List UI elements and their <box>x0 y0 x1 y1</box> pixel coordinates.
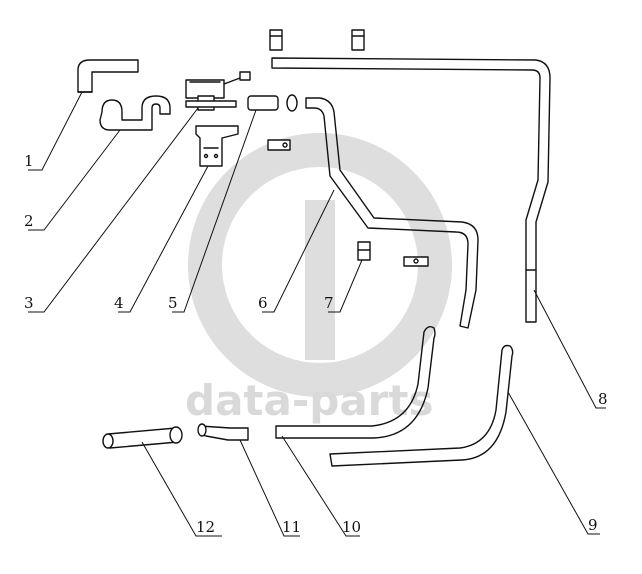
leader-7 <box>328 259 363 313</box>
part-8-long-rod <box>271 57 551 323</box>
watermark-logo-ring <box>188 133 452 397</box>
fitting-mid <box>267 139 291 151</box>
leader-5 <box>172 109 257 313</box>
fitting-top-left <box>269 29 283 51</box>
callout-8: 8 <box>598 390 608 408</box>
leader-lines <box>28 91 606 537</box>
callout-labels: 1 2 3 4 5 6 7 8 9 10 11 12 <box>24 152 608 536</box>
part-10-curved-hose <box>275 325 436 439</box>
callout-5: 5 <box>168 294 178 312</box>
part-3-valve-assembly <box>185 71 251 111</box>
part-9-curved-hose <box>329 344 514 467</box>
leader-12 <box>141 441 222 537</box>
leader-4 <box>118 165 209 313</box>
part-2-s-hose <box>99 95 171 131</box>
callout-10: 10 <box>342 518 361 536</box>
leader-1 <box>28 91 83 171</box>
leader-9 <box>507 391 600 535</box>
callout-4: 4 <box>114 294 124 312</box>
watermark-logo-bar <box>305 200 335 360</box>
callout-1: 1 <box>24 152 34 170</box>
watermark-text: data-parts <box>185 376 433 425</box>
fitting-top-right <box>351 29 365 51</box>
leader-3 <box>28 107 199 313</box>
callout-9: 9 <box>588 516 598 534</box>
part-11-short-tube <box>197 423 249 441</box>
part-7-fitting <box>357 241 371 261</box>
part-6-bent-pipe <box>305 97 479 329</box>
leader-8 <box>533 289 606 409</box>
callout-7: 7 <box>324 294 334 312</box>
callout-6: 6 <box>258 294 268 312</box>
leader-11 <box>239 439 300 537</box>
part-12-straight-hose <box>102 426 183 449</box>
callout-11: 11 <box>282 518 301 536</box>
fitting-right <box>403 256 429 267</box>
leader-10 <box>281 435 360 537</box>
callout-3: 3 <box>24 294 34 312</box>
callout-12: 12 <box>196 518 215 536</box>
callout-2: 2 <box>24 212 34 230</box>
watermark: data-parts <box>185 133 452 425</box>
leader-2 <box>28 129 121 231</box>
part-5-coupler <box>247 94 298 112</box>
part-1-elbow <box>77 59 139 93</box>
leader-6 <box>262 189 335 313</box>
part-4-bracket <box>195 125 239 167</box>
